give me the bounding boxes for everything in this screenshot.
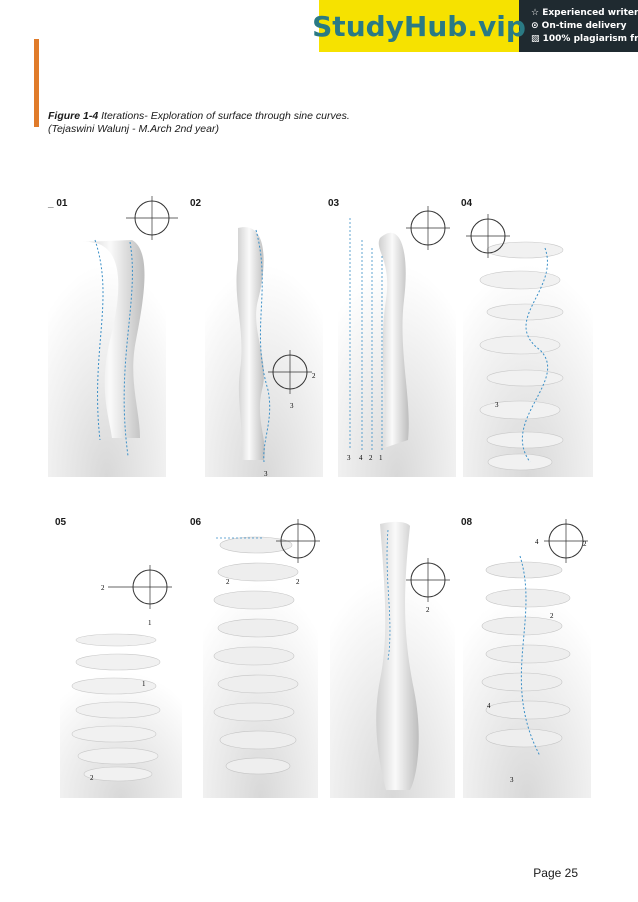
annot-08-d: 4 bbox=[487, 702, 491, 710]
feature-writers: ☆ Experienced writers bbox=[531, 8, 638, 18]
feature-delivery: ⊙ On-time delivery bbox=[531, 21, 627, 31]
figure-number: Figure 1-4 bbox=[48, 110, 99, 122]
annot-03-d: 1 bbox=[379, 454, 383, 462]
panel-label-08: 08 bbox=[461, 517, 473, 528]
annot-08-b: 2 bbox=[583, 540, 587, 548]
annot-07-a: 2 bbox=[426, 606, 430, 614]
panel-04: 3 bbox=[463, 212, 593, 477]
panel-label-04: 04 bbox=[461, 198, 473, 209]
panel-label-06: 06 bbox=[190, 517, 202, 528]
panel-05: 2 1 1 2 bbox=[60, 565, 182, 798]
annot-08-a: 4 bbox=[535, 538, 539, 546]
annot-08-c: 2 bbox=[550, 612, 554, 620]
panel-01 bbox=[48, 196, 178, 477]
panel-08: 4 2 2 4 3 bbox=[463, 519, 591, 798]
figure-caption: Figure 1-4 Iterations- Exploration of su… bbox=[48, 110, 378, 136]
accent-bar bbox=[34, 39, 39, 127]
promo-banner[interactable]: StudyHub.vip ☆ Experienced writers ⊙ On-… bbox=[312, 0, 638, 52]
feature-plagiarism: ▧ 100% plagiarism free bbox=[531, 34, 638, 44]
panel-02: 2 3 3 bbox=[205, 212, 323, 478]
annot-05-d: 2 bbox=[90, 774, 94, 782]
annot-05-a: 2 bbox=[101, 584, 105, 592]
panel-label-05: 05 bbox=[55, 517, 67, 528]
panel-06: 2 2 bbox=[203, 519, 320, 798]
page-number: Page 25 bbox=[533, 866, 578, 880]
feature-list: ☆ Experienced writers ⊙ On-time delivery… bbox=[531, 7, 638, 46]
annot-05-c: 1 bbox=[142, 680, 146, 688]
annot-03-b: 4 bbox=[359, 454, 363, 462]
annot-06-b: 2 bbox=[296, 578, 300, 586]
annot-02-a: 2 bbox=[312, 372, 316, 380]
brand-logo[interactable]: StudyHub.vip bbox=[312, 0, 526, 52]
annot-08-e: 3 bbox=[510, 776, 514, 784]
annot-02-c: 3 bbox=[264, 470, 268, 478]
panel-label-03: 03 bbox=[328, 198, 340, 209]
annot-03-c: 2 bbox=[369, 454, 373, 462]
annot-02-b: 3 bbox=[290, 402, 294, 410]
panel-label-01: _ 01 bbox=[48, 198, 68, 209]
annot-03-a: 3 bbox=[347, 454, 351, 462]
figure-text: Iterations- Exploration of surface throu… bbox=[48, 110, 350, 135]
panel-label-02: 02 bbox=[190, 198, 202, 209]
annot-05-b: 1 bbox=[148, 619, 152, 627]
annot-06-a: 2 bbox=[226, 578, 230, 586]
annot-04-a: 3 bbox=[495, 401, 499, 409]
panel-03: 3 4 2 1 bbox=[338, 206, 456, 477]
panel-07: 2 bbox=[330, 520, 455, 798]
